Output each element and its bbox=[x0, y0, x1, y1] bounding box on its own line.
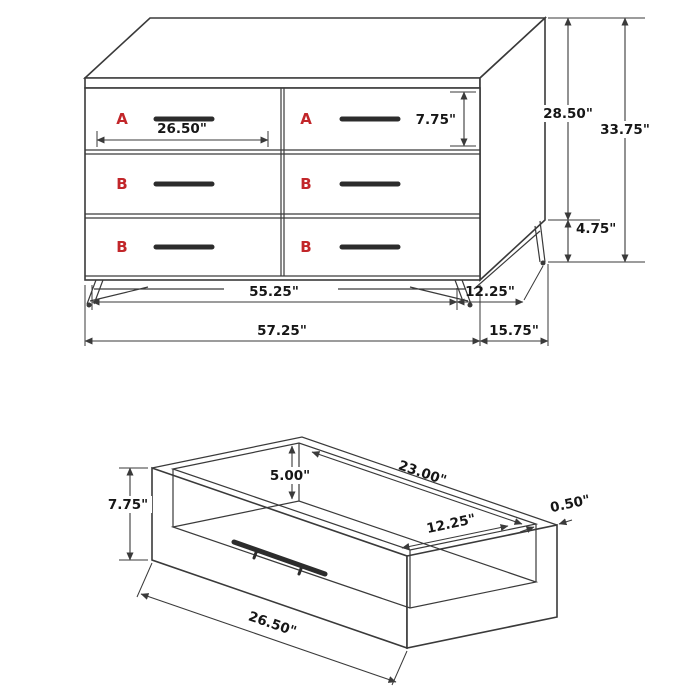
drawer-label: A bbox=[116, 110, 128, 128]
drawer-side-face bbox=[406, 524, 558, 649]
dim-label-base-width: 55.25" bbox=[249, 284, 299, 300]
dim-drawer-height: 7.75" bbox=[416, 91, 476, 147]
drawer-label: B bbox=[300, 238, 311, 256]
right-ext-lines bbox=[548, 17, 645, 263]
drawer-detail-view: 7.75" 5.00" 23.00" 12.25" 0.50" 26 bbox=[106, 436, 592, 686]
label-bg bbox=[543, 105, 593, 122]
leg-foot bbox=[467, 302, 473, 308]
ext-lines bbox=[119, 467, 148, 561]
label-bg bbox=[106, 496, 152, 513]
dim-label-overall-depth: 15.75" bbox=[489, 323, 539, 339]
dim-case-height: 28.50" bbox=[543, 17, 593, 221]
dim-label-side-thickness: 0.50" bbox=[549, 492, 592, 516]
dim-label-drawer-width: 26.50" bbox=[157, 121, 207, 137]
dim-label-interior-depth: 12.25" bbox=[425, 511, 477, 537]
drawer-label: B bbox=[300, 175, 311, 193]
label-bg bbox=[600, 121, 650, 138]
dim-front-height: 7.75" bbox=[106, 467, 152, 561]
dim-base-depth: 12.25" bbox=[456, 284, 524, 306]
label-bg bbox=[267, 467, 313, 484]
dim-line bbox=[401, 524, 509, 550]
handle-post bbox=[252, 548, 259, 560]
dim-label-base-depth: 12.25" bbox=[465, 284, 515, 300]
thickness-arrow-left bbox=[519, 526, 535, 533]
dim-label-front-height: 7.75" bbox=[108, 497, 148, 513]
dim-drawer-width: 26.50" bbox=[96, 121, 269, 147]
leg-foot bbox=[540, 260, 546, 266]
dim-label-overall-width: 57.25" bbox=[257, 323, 307, 339]
thickness-arrow-right bbox=[558, 518, 573, 526]
dresser-front-face bbox=[84, 87, 481, 281]
dim-line bbox=[140, 593, 397, 683]
dresser-top-edge-band bbox=[84, 77, 481, 89]
dim-label-leg-height: 4.75" bbox=[576, 221, 616, 237]
dim-label-interior-width: 23.00" bbox=[396, 458, 448, 489]
dim-interior-height: 5.00" bbox=[267, 445, 313, 500]
drawer-dividers bbox=[85, 88, 480, 277]
dim-overall-width: 57.25" bbox=[84, 323, 481, 345]
dresser-front-view: A A B B B B 26.50" 7.75" 28.50" bbox=[82, 16, 650, 346]
dresser-top-face bbox=[82, 17, 548, 79]
drawer-detail-handle bbox=[231, 539, 328, 577]
handle-post bbox=[297, 564, 304, 576]
dim-leg-height: 4.75" bbox=[564, 219, 616, 263]
dim-base-width: 55.25" bbox=[91, 284, 458, 306]
leg-foot bbox=[86, 302, 92, 308]
drawer-label: A bbox=[300, 110, 312, 128]
dim-overall-height: 33.75" bbox=[600, 17, 650, 263]
dim-label-case-height: 28.50" bbox=[543, 106, 593, 122]
dim-label-overall-height: 33.75" bbox=[600, 122, 650, 138]
drawer-label: B bbox=[116, 175, 127, 193]
dim-label-drawer-height: 7.75" bbox=[416, 112, 456, 128]
dim-line bbox=[311, 451, 523, 525]
dim-label-interior-height: 5.00" bbox=[270, 468, 310, 484]
dim-interior-width: 23.00" bbox=[311, 451, 523, 525]
dim-label-front-width: 26.50" bbox=[246, 609, 298, 640]
drawer-label: B bbox=[116, 238, 127, 256]
dim-overall-depth: 15.75" bbox=[479, 323, 549, 345]
